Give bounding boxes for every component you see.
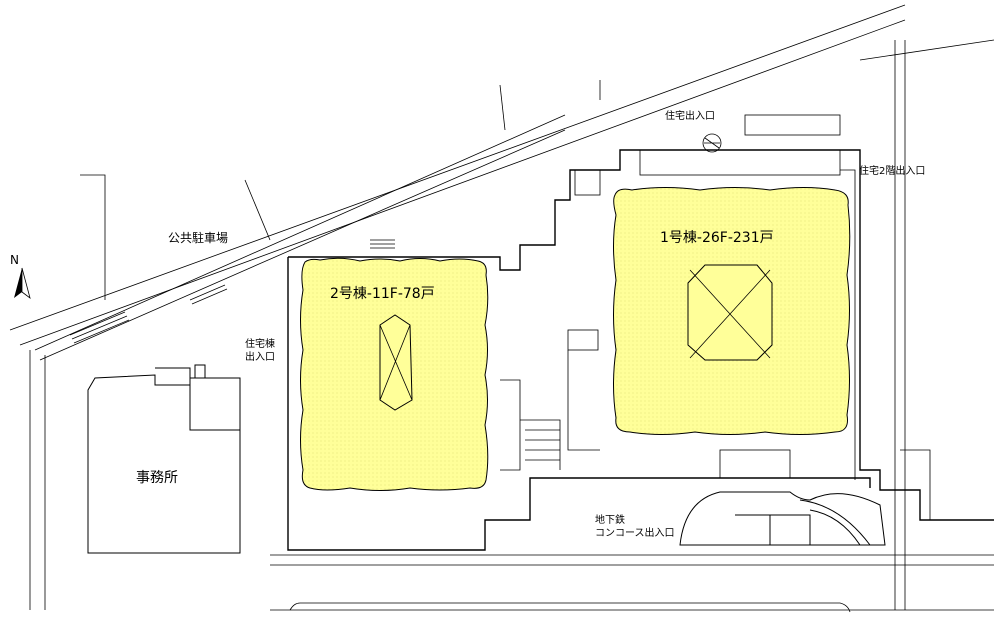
building-2 — [300, 257, 489, 491]
residence-building-entrance-label: 住宅棟 出入口 — [245, 339, 275, 364]
office-building — [87, 364, 241, 554]
residence-2f-entrance-label: 住宅2階出入口 — [859, 166, 926, 177]
north-arrow-icon — [14, 267, 31, 300]
office-label: 事務所 — [136, 470, 178, 486]
service-structures — [500, 114, 931, 520]
building-1-label: 1号棟-26F-231戸 — [660, 230, 774, 246]
residence-building-entrance-line1: 住宅棟 — [245, 339, 275, 350]
building-1 — [613, 187, 851, 435]
residence-entrance-top-label: 住宅出入口 — [665, 111, 715, 122]
residence-building-entrance-line2: 出入口 — [245, 351, 275, 363]
subway-structure — [679, 491, 886, 546]
entrance-stair-top — [702, 133, 722, 153]
north-label: N — [10, 253, 19, 267]
public-parking-label: 公共駐車場 — [168, 231, 229, 245]
subway-line2: コンコース出入口 — [595, 527, 675, 539]
building-2-label: 2号棟-11F-78戸 — [330, 286, 435, 302]
subway-line1: 地下鉄 — [595, 515, 625, 526]
road-lines — [9, 4, 994, 613]
subway-entrance-label: 地下鉄 コンコース出入口 — [595, 515, 675, 540]
ramp-stripes — [69, 239, 395, 344]
